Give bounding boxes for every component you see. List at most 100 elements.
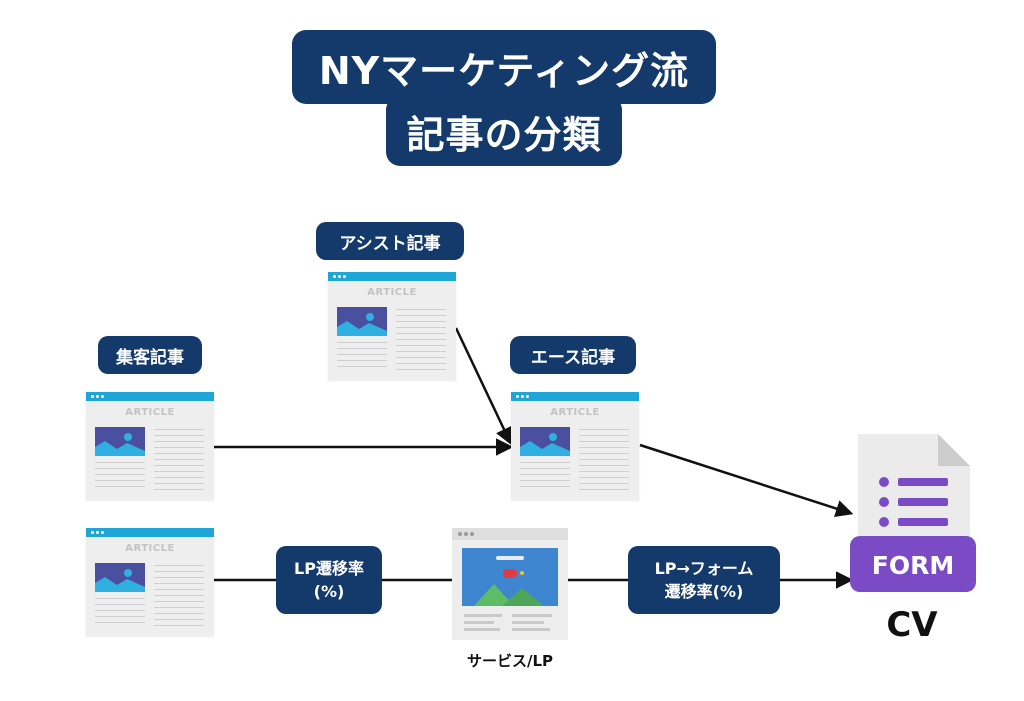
text-line bbox=[154, 571, 204, 572]
form-transition-rate-label: LP→フォーム 遷移率(%) bbox=[628, 546, 780, 614]
text-line bbox=[579, 447, 629, 448]
text-line bbox=[154, 459, 204, 460]
text-line bbox=[579, 483, 629, 484]
text-line bbox=[396, 351, 446, 352]
text-line bbox=[520, 474, 570, 475]
text-line bbox=[154, 435, 204, 436]
form-rate-line-2: 遷移率(%) bbox=[664, 582, 744, 601]
lp-rate-line-2: (%) bbox=[313, 582, 345, 601]
window-dot bbox=[91, 531, 94, 534]
text-line bbox=[337, 354, 387, 355]
service-lp-label: サービス/LP bbox=[466, 652, 554, 670]
window-dot bbox=[333, 275, 336, 278]
window-dot bbox=[516, 395, 519, 398]
arrow-ace-to-form bbox=[639, 443, 854, 518]
form-rate-line-1: LP→フォーム bbox=[654, 558, 754, 578]
text-line bbox=[154, 441, 204, 442]
text-line bbox=[154, 483, 204, 484]
window-dot bbox=[526, 395, 529, 398]
text-line bbox=[154, 595, 204, 596]
lp-transition-rate-label: LP遷移率 (%) bbox=[276, 546, 382, 614]
text-line bbox=[154, 607, 204, 608]
window-dot bbox=[521, 395, 524, 398]
arrow-assist-to-ace bbox=[454, 327, 512, 446]
text-line bbox=[396, 363, 446, 364]
text-line bbox=[396, 369, 446, 370]
lp-rate-line-1: LP遷移率 bbox=[294, 558, 364, 578]
text-line bbox=[154, 613, 204, 614]
cv-label: CV bbox=[886, 605, 938, 645]
text-line bbox=[396, 327, 446, 328]
window-dot bbox=[96, 531, 99, 534]
text-line bbox=[396, 357, 446, 358]
text-line bbox=[154, 453, 204, 454]
form-document-icon: FORM bbox=[850, 434, 976, 592]
text-line bbox=[95, 616, 145, 617]
ace-article-label: エース記事 bbox=[510, 336, 636, 374]
text-line bbox=[520, 468, 570, 469]
article-card-header-bar bbox=[328, 272, 456, 281]
article-card-acquisition: ARTICLE bbox=[86, 392, 214, 500]
window-dot bbox=[101, 395, 104, 398]
text-line bbox=[579, 477, 629, 478]
text-line bbox=[579, 459, 629, 460]
text-line bbox=[95, 486, 145, 487]
text-line bbox=[154, 625, 204, 626]
text-line bbox=[154, 565, 204, 566]
text-line bbox=[396, 309, 446, 310]
text-line bbox=[95, 622, 145, 623]
text-line bbox=[95, 462, 145, 463]
text-line bbox=[579, 489, 629, 490]
text-line bbox=[154, 477, 204, 478]
text-line bbox=[95, 598, 145, 599]
text-line bbox=[396, 321, 446, 322]
article-card-label: ARTICLE bbox=[125, 407, 175, 418]
text-line bbox=[579, 441, 629, 442]
title-line-1: NYマーケティング流 bbox=[292, 30, 716, 104]
text-line bbox=[154, 589, 204, 590]
text-line bbox=[95, 610, 145, 611]
article-image-icon bbox=[95, 563, 145, 592]
window-dot bbox=[96, 395, 99, 398]
text-line bbox=[95, 474, 145, 475]
article-image-icon bbox=[95, 427, 145, 456]
text-line bbox=[154, 577, 204, 578]
text-line bbox=[154, 489, 204, 490]
text-line bbox=[154, 619, 204, 620]
text-line bbox=[579, 465, 629, 466]
text-line bbox=[520, 462, 570, 463]
article-image-icon bbox=[337, 307, 387, 336]
text-line bbox=[154, 429, 204, 430]
article-card-assist: ARTICLE bbox=[328, 272, 456, 380]
text-line bbox=[154, 601, 204, 602]
article-card-header-bar bbox=[511, 392, 639, 401]
text-line bbox=[520, 486, 570, 487]
text-line bbox=[337, 366, 387, 367]
article-image-icon bbox=[520, 427, 570, 456]
window-dot bbox=[338, 275, 341, 278]
assist-article-label: アシスト記事 bbox=[316, 222, 464, 260]
service-lp-browser-icon bbox=[452, 528, 568, 640]
article-card-label: ARTICLE bbox=[367, 287, 417, 298]
article-card-bottom: ARTICLE bbox=[86, 528, 214, 636]
article-card-label: ARTICLE bbox=[125, 543, 175, 554]
acquisition-article-label: 集客記事 bbox=[98, 336, 202, 374]
text-line bbox=[337, 348, 387, 349]
text-line bbox=[337, 360, 387, 361]
text-line bbox=[396, 333, 446, 334]
text-line bbox=[579, 429, 629, 430]
article-card-header-bar bbox=[86, 528, 214, 537]
window-dot bbox=[91, 395, 94, 398]
text-line bbox=[154, 447, 204, 448]
article-card-header-bar bbox=[86, 392, 214, 401]
text-line bbox=[154, 471, 204, 472]
form-icon-label: FORM bbox=[872, 551, 954, 580]
title-line-2: 記事の分類 bbox=[386, 96, 622, 166]
text-line bbox=[579, 471, 629, 472]
text-line bbox=[396, 345, 446, 346]
text-line bbox=[154, 583, 204, 584]
text-line bbox=[520, 480, 570, 481]
text-line bbox=[337, 342, 387, 343]
text-line bbox=[154, 465, 204, 466]
text-line bbox=[579, 453, 629, 454]
